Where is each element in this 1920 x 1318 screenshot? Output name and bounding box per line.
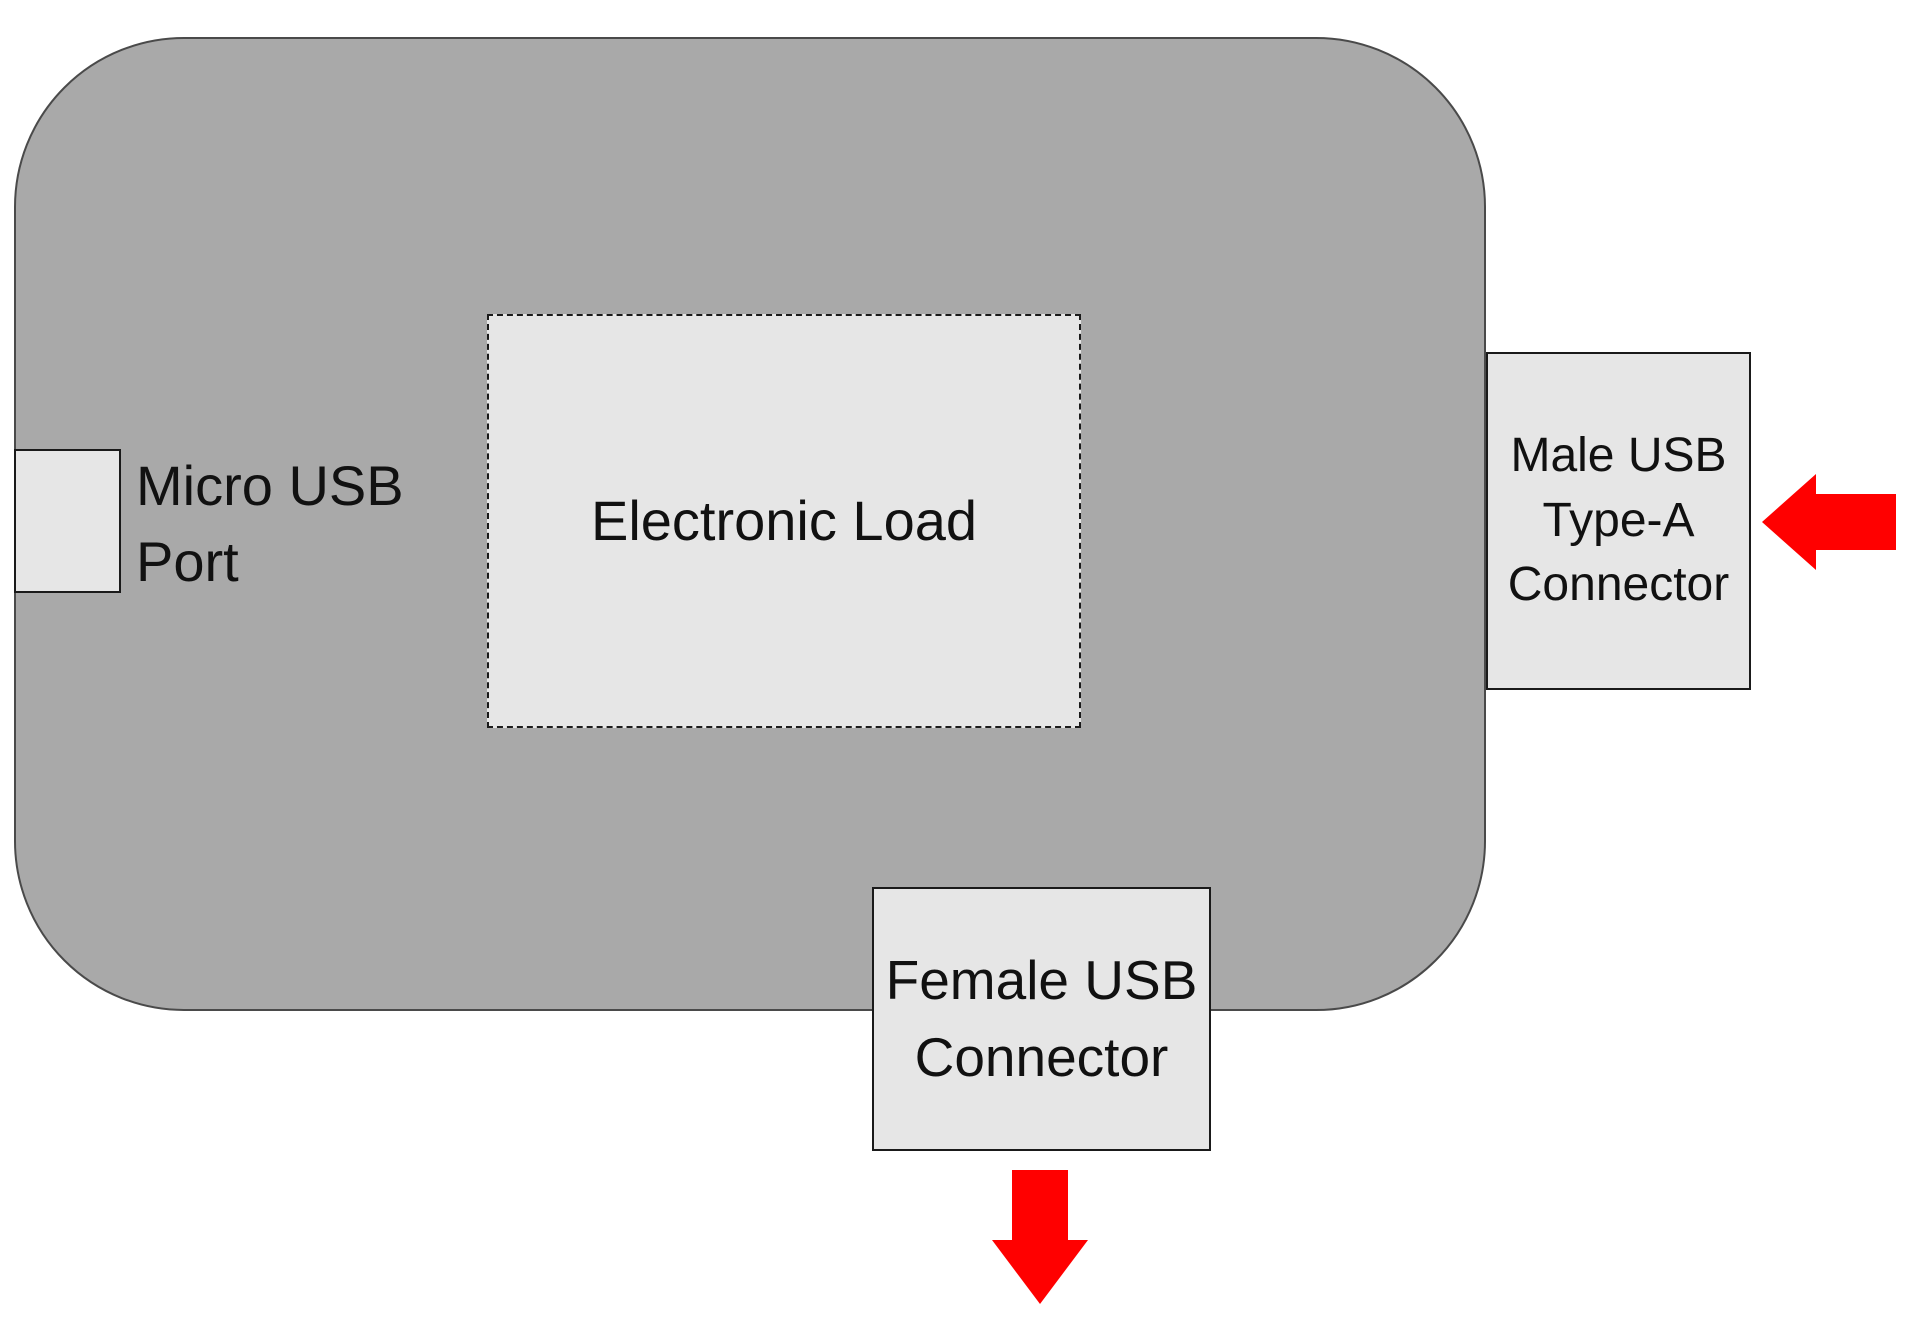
electronic-load-label: Electronic Load	[590, 488, 977, 552]
micro-usb-label-line-1: Micro USB	[136, 454, 404, 517]
male-usb-label-line-1: Male USB	[1510, 428, 1727, 482]
female-usb-connector: Female USB Connector	[872, 887, 1211, 1151]
female-usb-label-line-1: Female USB	[885, 949, 1198, 1011]
electronic-load-block: Electronic Load	[487, 314, 1081, 728]
male-usb-connector-label: Male USB Type-A Connector	[1508, 424, 1729, 618]
female-usb-label-line-2: Connector	[914, 1026, 1169, 1088]
micro-usb-port	[14, 449, 121, 593]
male-usb-label-line-3: Connector	[1507, 558, 1730, 612]
male-usb-type-a-connector: Male USB Type-A Connector	[1486, 352, 1751, 690]
micro-usb-label-line-2: Port	[136, 529, 239, 593]
female-usb-connector-label: Female USB Connector	[886, 942, 1198, 1096]
power-in-arrow-icon	[1762, 474, 1896, 570]
micro-usb-port-label: Micro USB Port	[136, 448, 456, 599]
power-out-arrow-icon	[992, 1170, 1088, 1304]
male-usb-label-line-2: Type-A	[1542, 493, 1695, 547]
power-out-arrow-shape	[992, 1170, 1088, 1304]
power-in-arrow-shape	[1762, 474, 1896, 570]
